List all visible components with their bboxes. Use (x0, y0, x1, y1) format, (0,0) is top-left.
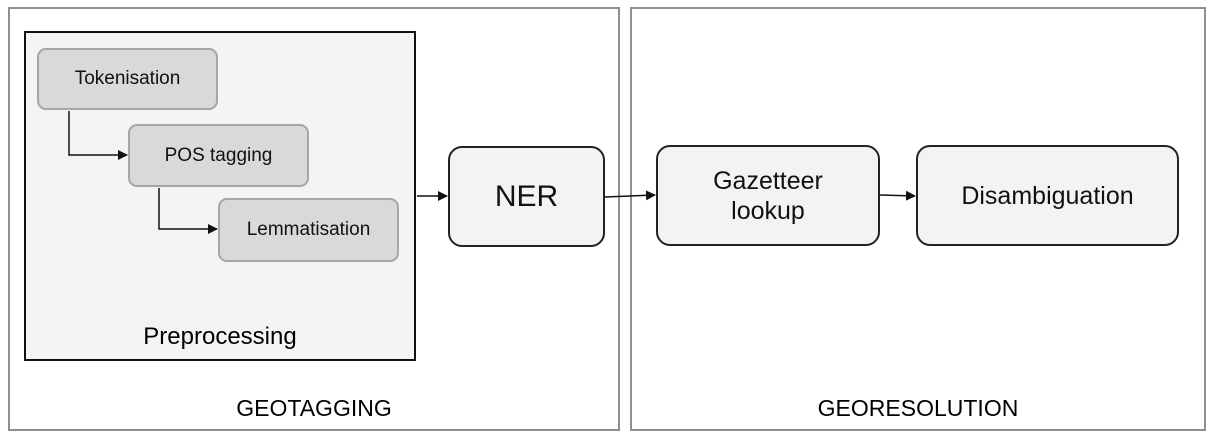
geotagging-label: GEOTAGGING (236, 395, 392, 421)
gazetteer-lookup-stage: Gazetteer lookup (656, 145, 880, 246)
tokenisation-step: Tokenisation (37, 48, 218, 110)
arrow-pos-to-lemmatisation (158, 188, 218, 234)
ner-stage: NER (448, 146, 605, 247)
preprocessing-label: Preprocessing (143, 323, 297, 350)
pos-tagging-step: POS tagging (128, 124, 309, 187)
arrow-tokenisation-to-pos (68, 111, 128, 160)
arrow-gazetteer-to-disambiguation (879, 190, 916, 201)
disambiguation-stage: Disambiguation (916, 145, 1179, 246)
arrow-ner-to-gazetteer (604, 190, 656, 201)
lemmatisation-step: Lemmatisation (218, 198, 399, 262)
georesolution-label: GEORESOLUTION (817, 395, 1019, 421)
